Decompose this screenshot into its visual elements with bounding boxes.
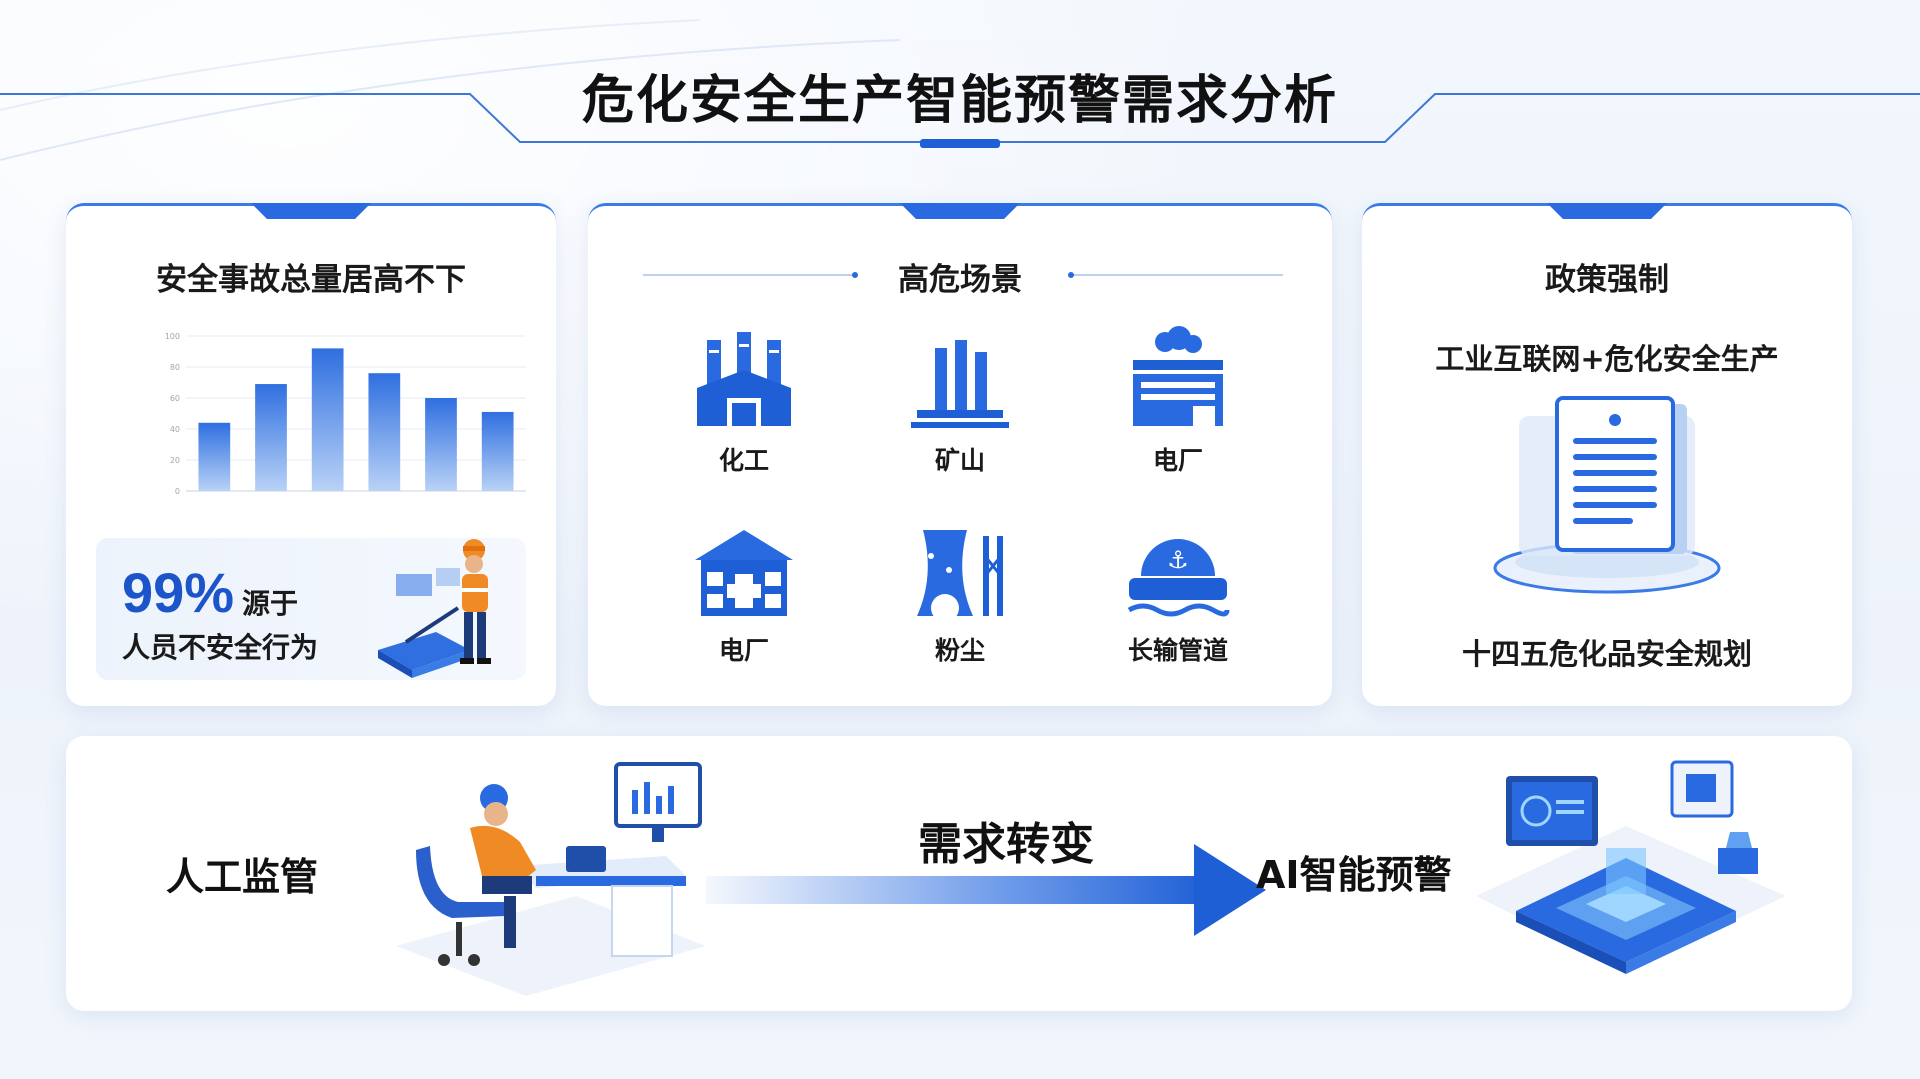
card-tab-decoration [251, 203, 371, 219]
card-tab-decoration [1547, 203, 1667, 219]
policy-card: 政策强制 工业互联网+危化安全生产 十四五危化品安全规划 [1362, 203, 1852, 706]
svg-text:⚓: ⚓ [1167, 546, 1189, 574]
scene-label: 粉尘 [934, 636, 985, 665]
policy-bottom-text: 十四五危化品安全规划 [1461, 637, 1752, 671]
manual-monitoring-icon [396, 762, 706, 996]
demand-shift-card: 人工监管 需求转变 AI智能预警 [66, 736, 1852, 1011]
header: 危化安全生产智能预警需求分析 [0, 0, 1920, 170]
stat-box: 99% 源于 人员不安全行为 [96, 538, 526, 680]
shift-arrow [706, 844, 1266, 936]
stat-description: 人员不安全行为 [122, 631, 319, 664]
stat-value: 99% [122, 561, 235, 624]
y-tick-label: 100 [165, 332, 180, 341]
ai-warning-label: AI智能预警 [1256, 853, 1452, 897]
power-plant-icon [1133, 326, 1223, 426]
manual-supervision-label: 人工监管 [166, 855, 319, 899]
y-tick-label: 40 [170, 425, 180, 434]
scene-title-lines [643, 272, 1283, 278]
chemical-plant-icon [697, 332, 791, 426]
scenes-title: 高危场景 [898, 262, 1022, 298]
scene-power-station: 电厂 [674, 516, 814, 666]
policy-document-icon [1493, 396, 1721, 594]
scene-label: 矿山 [934, 446, 985, 475]
chart-bar [198, 422, 231, 491]
accident-bar-chart: 0 20 40 60 80 100 [165, 332, 526, 496]
accidents-card: 安全事故总量居高不下 0 20 40 60 80 100 99% 源于 人员不安全行为 [66, 203, 556, 706]
accidents-title: 安全事故总量居高不下 [156, 262, 466, 298]
scene-dust: 粉尘 [890, 516, 1030, 666]
y-tick-label: 60 [170, 394, 180, 403]
header-frame [0, 93, 1920, 148]
pipeline-icon: ⚓ [1127, 539, 1230, 617]
policy-subtitle: 工业互联网+危化安全生产 [1435, 342, 1779, 376]
power-station-icon [695, 530, 793, 616]
scene-label: 电厂 [1152, 446, 1203, 475]
y-tick-label: 0 [175, 487, 180, 496]
scene-label: 长输管道 [1127, 636, 1228, 665]
scene-mine: 矿山 [890, 326, 1030, 476]
scene-chemical: 化工 [674, 326, 814, 476]
card-tab-decoration [900, 203, 1020, 219]
policy-title: 政策强制 [1545, 262, 1669, 298]
chart-bar [311, 348, 344, 491]
chart-bar [425, 398, 457, 491]
scene-power-plant: 电厂 [1108, 326, 1248, 476]
y-tick-label: 20 [170, 456, 180, 465]
page-title: 危化安全生产智能预警需求分析 [581, 71, 1338, 131]
scene-label: 电厂 [718, 636, 769, 665]
worker-inspecting-icon [378, 539, 491, 678]
mine-icon [911, 340, 1009, 428]
dust-icon [917, 530, 1003, 622]
y-tick-label: 80 [170, 363, 180, 372]
ai-platform-icon [1476, 760, 1786, 974]
scene-label: 化工 [718, 446, 769, 475]
chart-bar [481, 411, 514, 491]
scene-pipeline: ⚓ 长输管道 [1108, 516, 1248, 666]
chart-bar [368, 373, 401, 491]
scenes-card: 高危场景 化工 矿山 [588, 203, 1332, 706]
stat-suffix: 源于 [242, 587, 299, 620]
demand-shift-label: 需求转变 [918, 819, 1094, 870]
chart-bar [255, 384, 287, 491]
